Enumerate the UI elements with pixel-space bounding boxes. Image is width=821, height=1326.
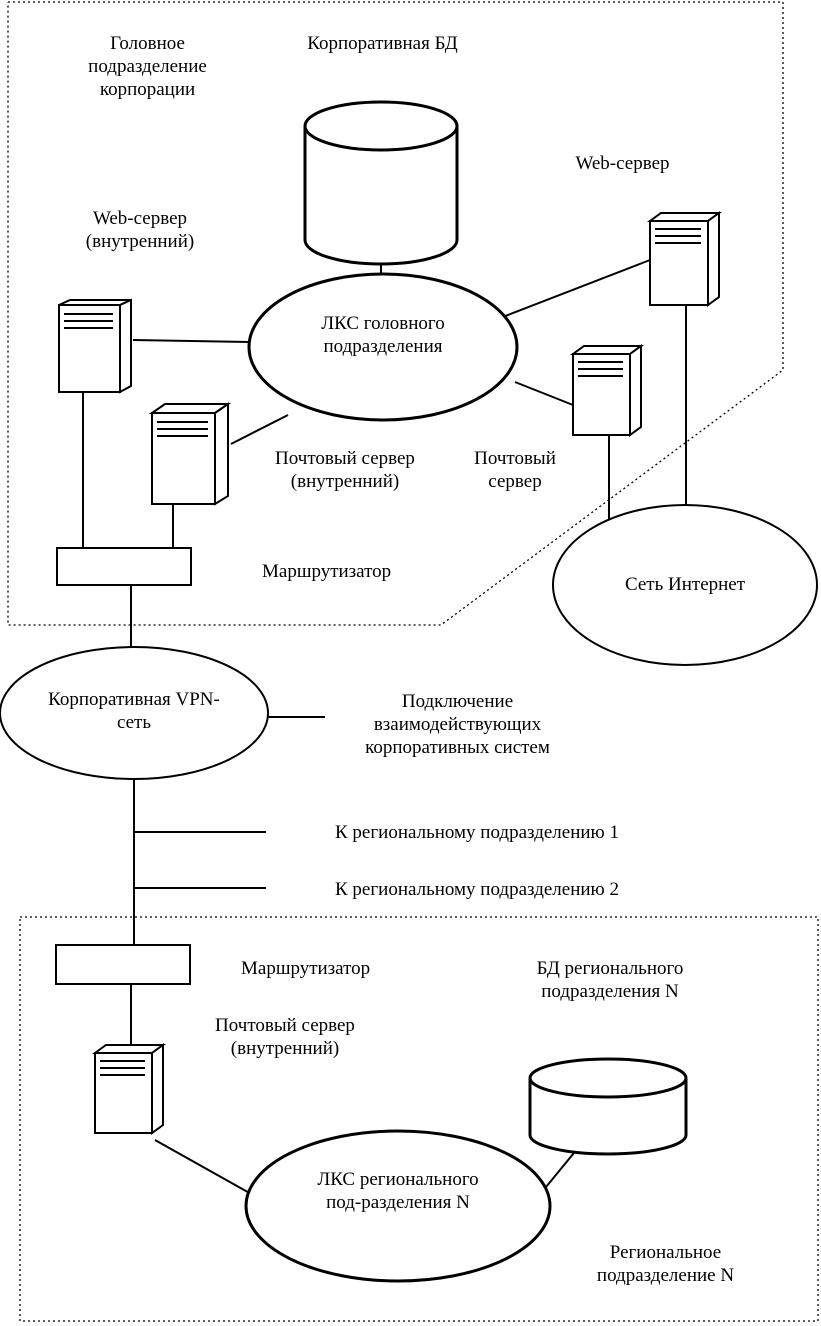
regional-db-label: БД регионального подразделения N <box>536 958 684 1002</box>
regional-mail-server-icon <box>91 1043 167 1135</box>
mail-internal-server-icon <box>148 402 232 506</box>
web-internal-label: Web-сервер (внутренний) <box>85 208 195 252</box>
regional-title: Региональное подразделение N <box>596 1242 735 1286</box>
lan-to-web-server-link <box>499 259 651 319</box>
internet-cloud <box>552 504 818 666</box>
internet-label: Сеть Интернет <box>624 574 746 595</box>
regional-mail-to-lan-link <box>154 1139 254 1196</box>
corporate-db-icon <box>303 100 459 266</box>
head-office-router <box>56 547 192 586</box>
regional-router <box>55 944 191 985</box>
web-internal-server-icon <box>58 298 132 394</box>
regional-mail-label: Почтовый сервер (внутренний) <box>215 1015 355 1059</box>
head-office-lan-label: ЛКС головного подразделения <box>321 313 445 357</box>
lan-to-mail-server-link <box>514 381 574 406</box>
head-office-lan <box>247 272 519 422</box>
web-internal-to-lan-link <box>132 339 250 343</box>
head-office-boundary <box>7 1 784 626</box>
regional-db-icon <box>528 1057 688 1156</box>
connections <box>82 259 687 1196</box>
web-server-icon <box>646 211 723 307</box>
partner-link-label: Подключение взаимодействующих корпоратив… <box>365 691 550 758</box>
regional-lan-label: ЛКС регионального под-разделения N <box>317 1169 479 1213</box>
head-office-router-label: Маршрутизатор <box>262 561 392 582</box>
mail-internal-label: Почтовый сервер (внутренний) <box>275 448 415 492</box>
regional-lan-to-db-link <box>545 1147 579 1188</box>
regional-1-label: К региональному подразделению 1 <box>335 822 619 843</box>
regional-router-label: Маршрутизатор <box>241 958 371 979</box>
vpn-label: Корпоративная VPN-сеть <box>48 689 220 733</box>
vpn-network <box>0 646 269 780</box>
regional-lan <box>244 1129 552 1283</box>
mail-internal-to-lan-link <box>230 414 289 445</box>
mail-server-icon <box>569 344 645 437</box>
corporate-db-label: Корпоративная БД <box>307 33 458 54</box>
mail-server-label: Почтовый сервер <box>474 448 556 492</box>
regional-2-label: К региональному подразделению 2 <box>335 879 619 900</box>
regional-boundary <box>19 916 819 1322</box>
web-server-label: Web-сервер <box>575 153 670 174</box>
head-office-title: Головное подразделение корпорации <box>88 33 207 100</box>
